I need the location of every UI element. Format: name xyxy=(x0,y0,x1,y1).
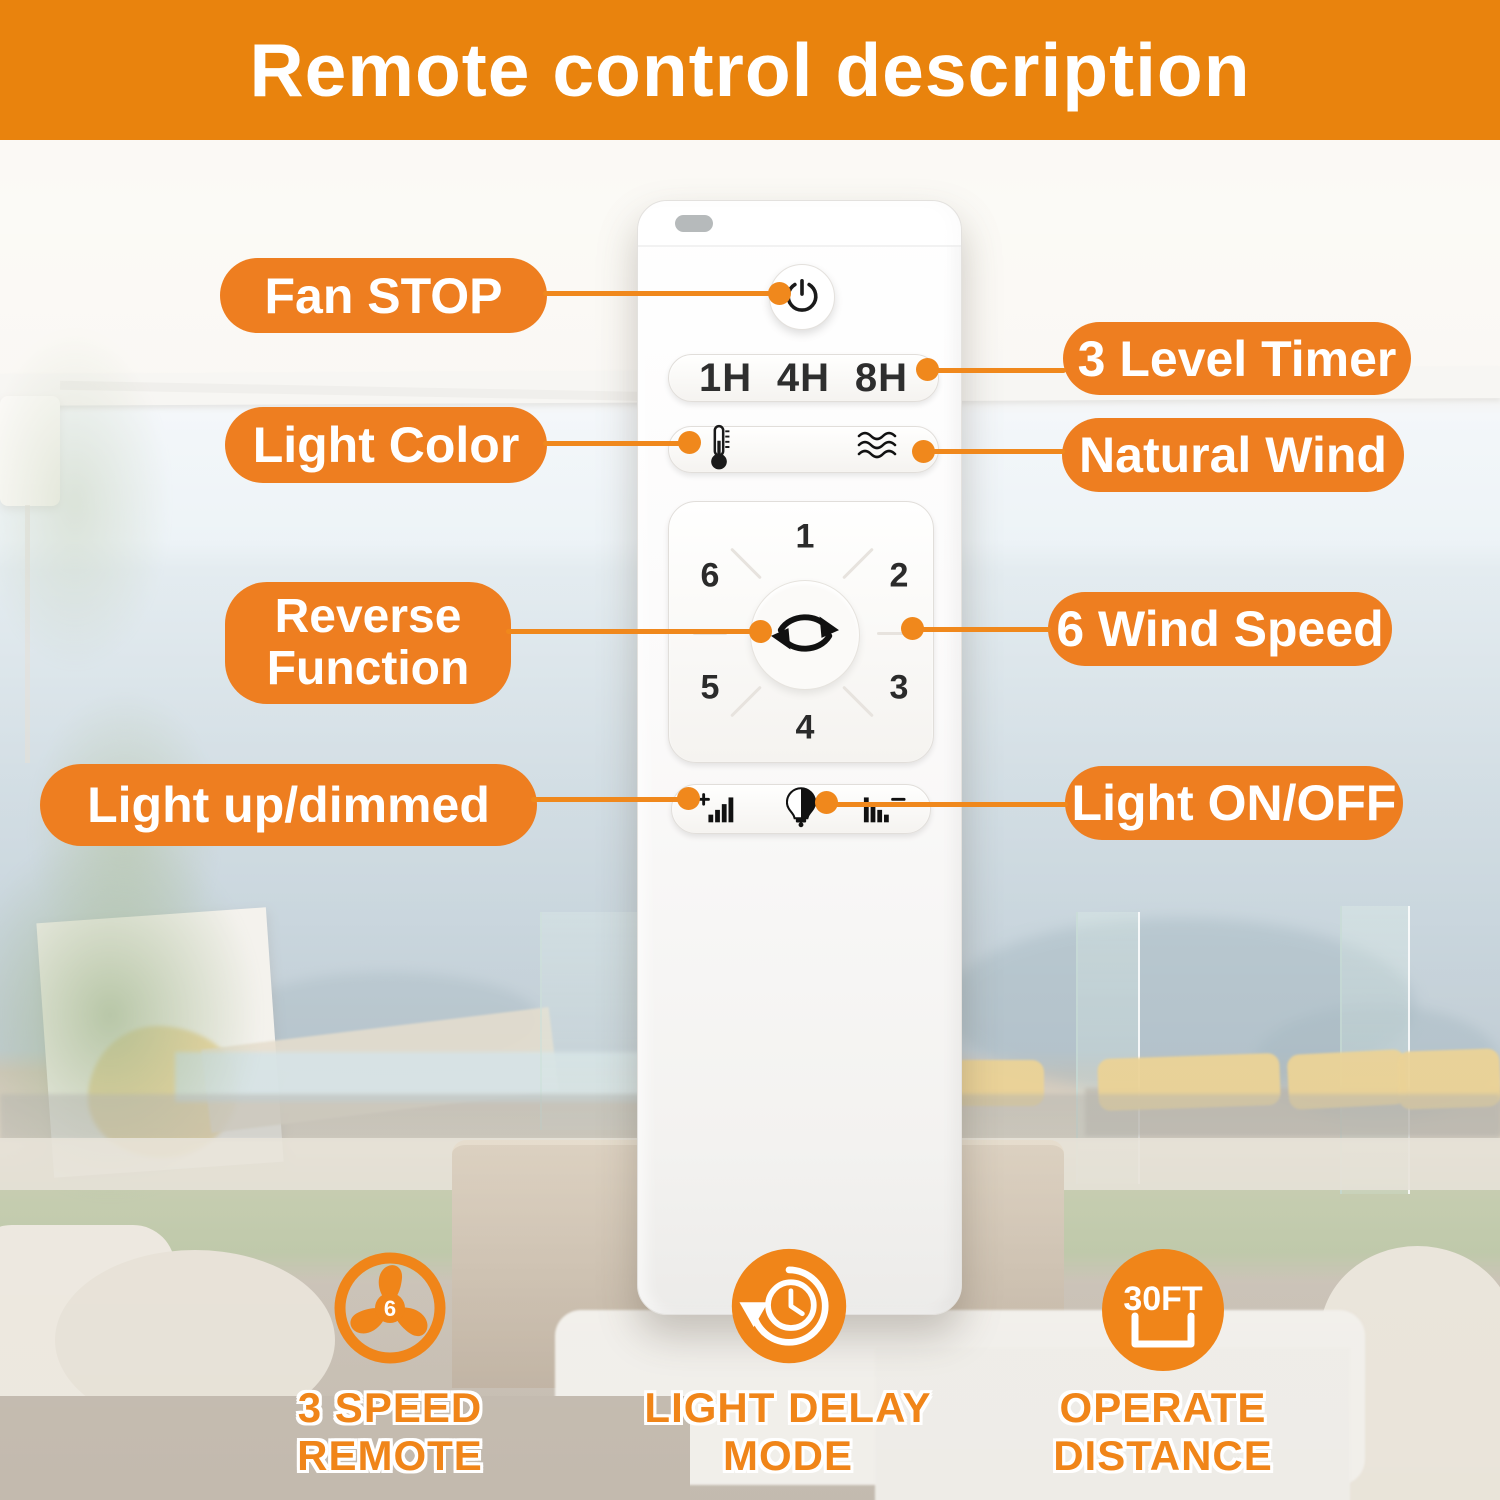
header-banner: Remote control description xyxy=(0,0,1500,140)
callout-line xyxy=(926,368,1066,373)
bg-glass-railing xyxy=(1340,906,1410,1194)
speed-4-button[interactable]: 4 xyxy=(795,708,815,747)
waves-icon[interactable] xyxy=(856,430,902,469)
bg-lamp-pole xyxy=(25,505,30,763)
callout-natural-wind-label: Natural Wind xyxy=(1079,427,1387,483)
feature-label-operate: OPERATE xyxy=(1059,1384,1267,1431)
brightness-down-icon[interactable] xyxy=(862,789,906,830)
callout-line xyxy=(543,291,781,296)
callout-dot xyxy=(815,791,838,814)
feature-label-3-speed: 3 SPEED xyxy=(297,1384,483,1431)
feature-label-mode: MODE xyxy=(723,1432,853,1479)
bg-bush xyxy=(0,830,260,1200)
speed-3-button[interactable]: 3 xyxy=(889,668,909,707)
fan-icon: 6 xyxy=(330,1248,450,1368)
speed-2-button[interactable]: 2 xyxy=(889,556,909,595)
dial-divider xyxy=(842,685,874,718)
remote-control: 1H 4H 8H xyxy=(637,200,962,1315)
bg-glass-railing xyxy=(1076,912,1140,1184)
callout-6-wind-speed: 6 Wind Speed xyxy=(1048,592,1392,666)
bg-loungers xyxy=(1085,1088,1500,1136)
callout-6-wind-speed-label: 6 Wind Speed xyxy=(1056,601,1384,657)
swap-arrows-icon xyxy=(771,609,839,662)
bg-sea-rocks xyxy=(1255,1005,1500,1120)
callout-3-level-timer-label: 3 Level Timer xyxy=(1077,330,1397,387)
bg-sea-rocks xyxy=(235,972,540,1068)
feature-label-light-delay: LIGHT DELAY xyxy=(644,1384,932,1431)
callout-line xyxy=(543,441,690,446)
callout-natural-wind: Natural Wind xyxy=(1062,418,1404,492)
callout-dot xyxy=(916,358,939,381)
callout-fan-stop: Fan STOP xyxy=(220,258,547,333)
callout-light-color-label: Light Color xyxy=(252,417,520,473)
callout-3-level-timer: 3 Level Timer xyxy=(1063,322,1411,395)
speed-dial-pad[interactable]: 1 2 3 4 5 6 xyxy=(668,501,934,763)
bg-lounger-cushion xyxy=(1097,1052,1281,1112)
speed-6-button[interactable]: 6 xyxy=(700,556,720,595)
callout-reverse-line2: Function xyxy=(266,642,470,695)
dial-divider xyxy=(877,632,911,635)
callout-dot xyxy=(749,620,772,643)
callout-line xyxy=(911,627,1051,632)
bg-armchair xyxy=(0,1225,175,1500)
callout-fan-stop-label: Fan STOP xyxy=(264,267,503,324)
callout-light-on-off-label: Light ON/OFF xyxy=(1071,775,1397,831)
bg-lounger-cushion xyxy=(952,1060,1044,1106)
callout-dot xyxy=(677,787,700,810)
bg-lounger-cushion xyxy=(1286,1048,1408,1111)
feature-label-remote: REMOTE xyxy=(297,1432,483,1479)
callout-reverse-line1: Reverse xyxy=(274,590,462,644)
dial-divider xyxy=(842,547,874,580)
callout-reverse-function: Reverse Function xyxy=(225,582,511,704)
speed-1-button[interactable]: 1 xyxy=(795,517,815,556)
light-control-button[interactable] xyxy=(671,784,931,834)
bg-white-wall xyxy=(36,907,284,1178)
bg-lounger-cushion xyxy=(1397,1048,1500,1110)
bg-hanging-lamp xyxy=(0,396,60,506)
callout-line xyxy=(922,449,1065,454)
callout-dot xyxy=(901,617,924,640)
bg-bench xyxy=(201,1006,559,1134)
brightness-up-icon[interactable] xyxy=(696,789,740,830)
distance-value: 30FT xyxy=(1123,1280,1203,1318)
feature-label-distance: DISTANCE xyxy=(1053,1432,1273,1479)
fan-badge-6: 6 xyxy=(384,1296,396,1321)
callout-light-up-dimmed: Light up/dimmed xyxy=(40,764,537,846)
timer-1h-label[interactable]: 1H xyxy=(699,355,753,400)
dial-divider xyxy=(730,547,762,580)
callout-dot xyxy=(678,431,701,454)
callout-line xyxy=(824,802,1068,807)
callout-dot xyxy=(768,282,791,305)
history-clock-icon xyxy=(728,1247,850,1369)
callout-light-up-dimmed-label: Light up/dimmed xyxy=(87,777,490,833)
callout-dot xyxy=(912,440,935,463)
callout-line xyxy=(531,797,690,802)
dial-divider xyxy=(730,685,762,718)
bg-yellow-towel xyxy=(88,1026,238,1158)
callout-light-on-off: Light ON/OFF xyxy=(1065,766,1403,840)
timer-4h-label[interactable]: 4H xyxy=(776,355,831,400)
light-color-wind-button[interactable] xyxy=(668,423,939,476)
indicator-led xyxy=(675,215,713,232)
speed-5-button[interactable]: 5 xyxy=(700,668,720,707)
thermometer-icon[interactable] xyxy=(705,423,733,476)
bulb-half-icon[interactable] xyxy=(785,786,817,833)
distance-bracket-icon: 30FT xyxy=(1101,1248,1225,1372)
callout-light-color: Light Color xyxy=(225,407,547,483)
timer-button[interactable]: 1H 4H 8H xyxy=(668,354,939,402)
timer-8h-label[interactable]: 8H xyxy=(854,355,908,400)
bg-tree xyxy=(0,330,170,670)
page-title: Remote control description xyxy=(249,28,1251,112)
bg-sea-rocks xyxy=(945,918,1415,1093)
callout-line xyxy=(506,629,762,634)
